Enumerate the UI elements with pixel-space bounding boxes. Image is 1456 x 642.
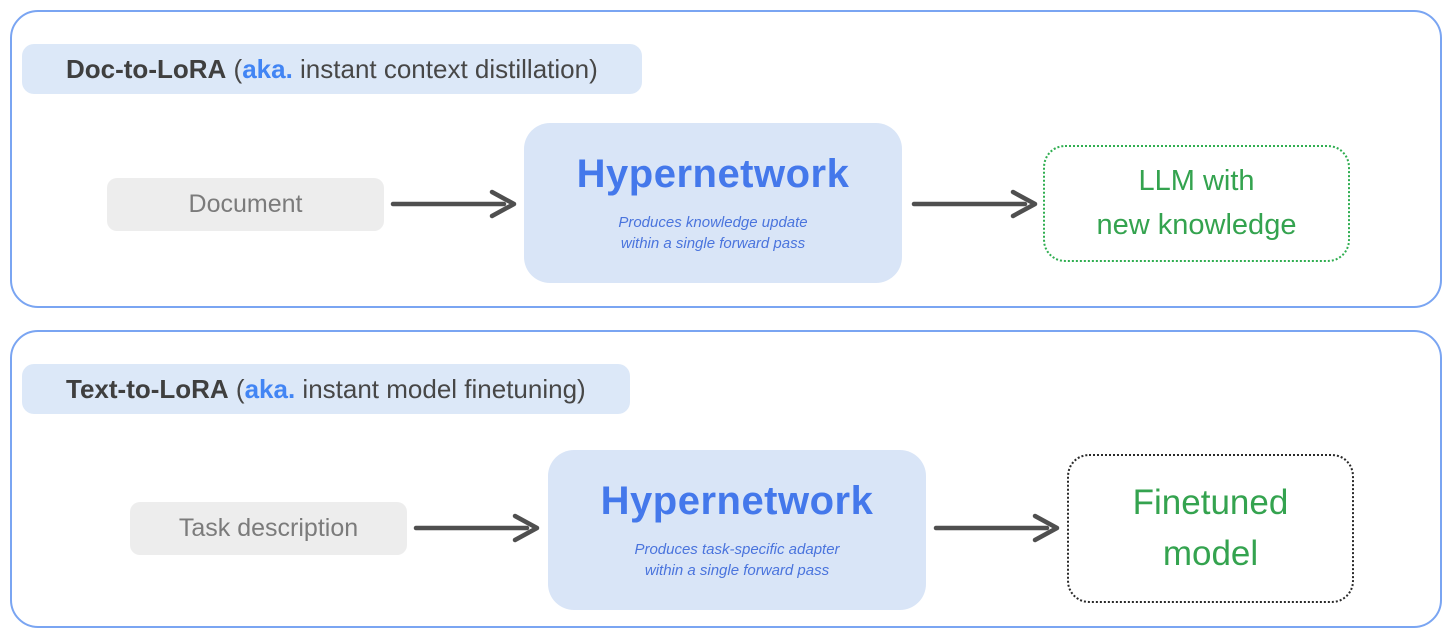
hypernetwork-note: Produces knowledge update within a singl… bbox=[618, 213, 807, 254]
document-input-node: Document bbox=[107, 178, 384, 231]
hypernetwork-node: Hypernetwork Produces knowledge update w… bbox=[524, 123, 902, 283]
flow-arrow-icon bbox=[911, 189, 1038, 219]
panel-title-aka: aka. bbox=[244, 373, 296, 404]
input-node-label: Document bbox=[188, 190, 303, 218]
hypernetwork-note-line2: within a single forward pass bbox=[644, 561, 830, 579]
hypernetwork-title: Hypernetwork bbox=[600, 479, 874, 524]
output-node-line1: Finetuned bbox=[1132, 482, 1289, 522]
doc-to-lora-title-chip: Doc-to-LoRA (aka. instant context distil… bbox=[22, 44, 642, 94]
hypernetwork-note-line1: Produces knowledge update bbox=[618, 214, 808, 232]
flow-arrow-icon bbox=[933, 513, 1060, 543]
flow-arrow-icon bbox=[390, 189, 517, 219]
input-node-label: Task description bbox=[178, 514, 359, 542]
text-to-lora-panel: Text-to-LoRA (aka. instant model finetun… bbox=[10, 330, 1442, 628]
panel-title-paren: ( bbox=[228, 373, 245, 404]
hypernetwork-title: Hypernetwork bbox=[576, 152, 850, 197]
hypernetwork-node: Hypernetwork Produces task-specific adap… bbox=[548, 450, 926, 610]
panel-title-rest: instant context distillation) bbox=[292, 53, 598, 84]
output-node-line2: model bbox=[1162, 533, 1259, 573]
panel-title-rest: instant model finetuning) bbox=[295, 373, 586, 404]
output-node-line2: new knowledge bbox=[1096, 208, 1297, 241]
output-node-line1: LLM with bbox=[1138, 165, 1255, 197]
flow-arrow-icon bbox=[413, 513, 540, 543]
panel-title-paren: ( bbox=[226, 53, 243, 84]
hypernetwork-note-line1: Produces task-specific adapter bbox=[634, 541, 840, 559]
hypernetwork-note-line2: within a single forward pass bbox=[620, 234, 806, 252]
panel-title-name: Doc-to-LoRA bbox=[66, 53, 227, 84]
panel-title-name: Text-to-LoRA bbox=[66, 373, 229, 404]
doc-to-lora-panel: Doc-to-LoRA (aka. instant context distil… bbox=[10, 10, 1442, 308]
task-description-input-node: Task description bbox=[130, 502, 407, 555]
finetuned-model-output-node: Finetuned model bbox=[1067, 454, 1354, 603]
hypernetwork-note: Produces task-specific adapter within a … bbox=[634, 540, 839, 581]
text-to-lora-title-chip: Text-to-LoRA (aka. instant model finetun… bbox=[22, 364, 630, 414]
panel-title-aka: aka. bbox=[242, 53, 293, 84]
llm-output-node: LLM with new knowledge bbox=[1043, 145, 1350, 262]
